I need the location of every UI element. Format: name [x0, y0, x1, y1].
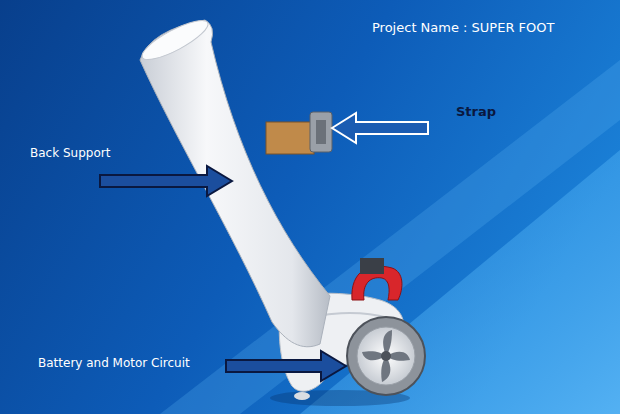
wheel-axle — [381, 351, 391, 361]
part-label: Back Support — [30, 146, 110, 160]
caster — [294, 392, 310, 400]
part-label: Battery and Motor Circuit — [38, 356, 190, 370]
wheel-spokes — [362, 330, 410, 382]
wheel-hub — [357, 327, 415, 385]
project-title: Project Name : SUPER FOOT — [372, 20, 554, 35]
part-label: Strap — [456, 104, 496, 119]
strap-buckle — [316, 120, 326, 144]
leader-arrow — [226, 351, 346, 381]
strap-buckle — [310, 112, 332, 152]
wheel-tire — [347, 317, 425, 395]
leader-arrow — [100, 166, 232, 196]
tube-top — [138, 14, 213, 66]
leader-arrow — [332, 113, 428, 143]
strap-band — [266, 122, 314, 154]
strap-clip — [360, 258, 384, 274]
